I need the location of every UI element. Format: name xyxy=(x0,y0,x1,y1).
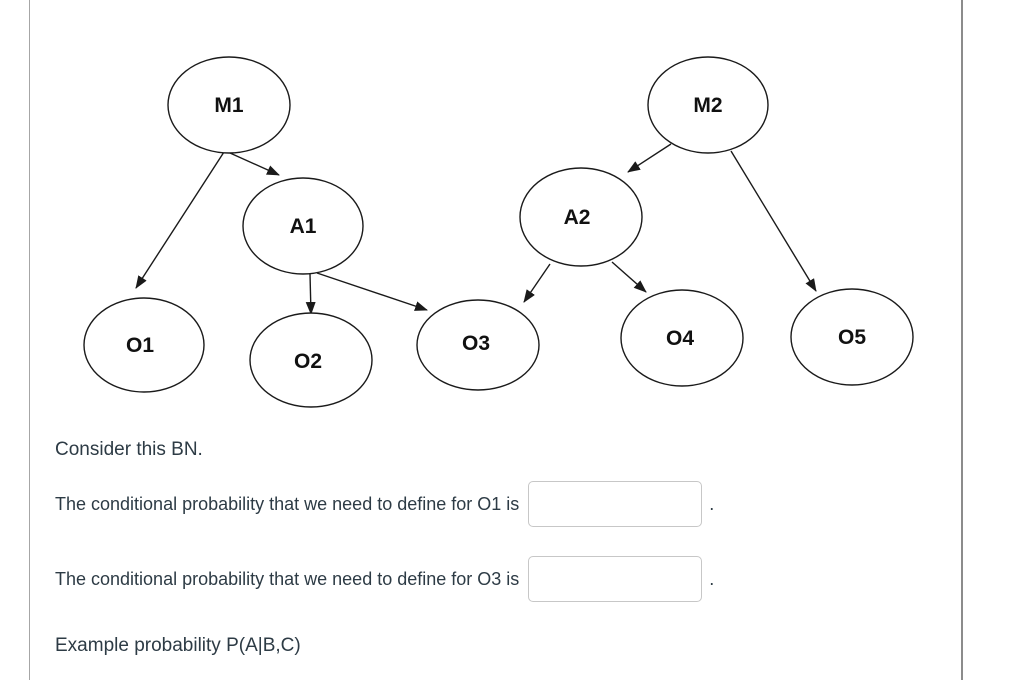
answer-input-o1[interactable] xyxy=(528,481,703,527)
node-o5: O5 xyxy=(790,288,914,386)
left-page-border xyxy=(29,0,30,680)
edge-a1-o3 xyxy=(316,272,428,311)
node-a2-label: A2 xyxy=(564,206,591,229)
node-o2-label: O2 xyxy=(294,350,322,373)
node-o3: O3 xyxy=(416,299,540,391)
question-o3-period: . xyxy=(709,568,715,589)
answer-input-o3[interactable] xyxy=(528,556,703,602)
node-o5-label: O5 xyxy=(838,326,866,349)
edge-a1-o2 xyxy=(305,273,316,315)
example-probability-text: Example probability P(A|B,C) xyxy=(55,635,301,656)
right-page-border xyxy=(961,0,963,680)
node-a1-label: A1 xyxy=(290,215,317,238)
edge-m1-a1 xyxy=(229,152,280,176)
node-m2-label: M2 xyxy=(693,94,722,117)
edge-a2-o3 xyxy=(523,263,551,303)
edge-m2-o5 xyxy=(730,150,817,292)
question-row-o1: The conditional probability that we need… xyxy=(55,481,714,527)
node-m1-label: M1 xyxy=(214,94,243,117)
node-o2: O2 xyxy=(249,312,373,408)
edge-m1-o1 xyxy=(135,151,225,289)
question-o1-period: . xyxy=(709,493,715,514)
question-o3-text: The conditional probability that we need… xyxy=(55,568,520,589)
node-m2: M2 xyxy=(647,56,769,154)
node-o3-label: O3 xyxy=(462,332,490,355)
consider-bn-text: Consider this BN. xyxy=(55,439,203,460)
node-o1-label: O1 xyxy=(126,334,154,357)
node-o1: O1 xyxy=(83,297,205,393)
node-a1: A1 xyxy=(242,177,364,275)
edge-m2-a2 xyxy=(627,143,672,173)
bayesian-network-diagram: M1 M2 A1 A2 O1 O2 O3 O4 xyxy=(83,56,914,408)
edge-a2-o4 xyxy=(611,261,647,293)
question-row-o3: The conditional probability that we need… xyxy=(55,556,714,602)
node-o4-label: O4 xyxy=(666,327,694,350)
node-o4: O4 xyxy=(620,289,744,387)
node-a2: A2 xyxy=(519,167,643,267)
node-m1: M1 xyxy=(167,56,291,154)
question-o1-text: The conditional probability that we need… xyxy=(55,493,520,514)
